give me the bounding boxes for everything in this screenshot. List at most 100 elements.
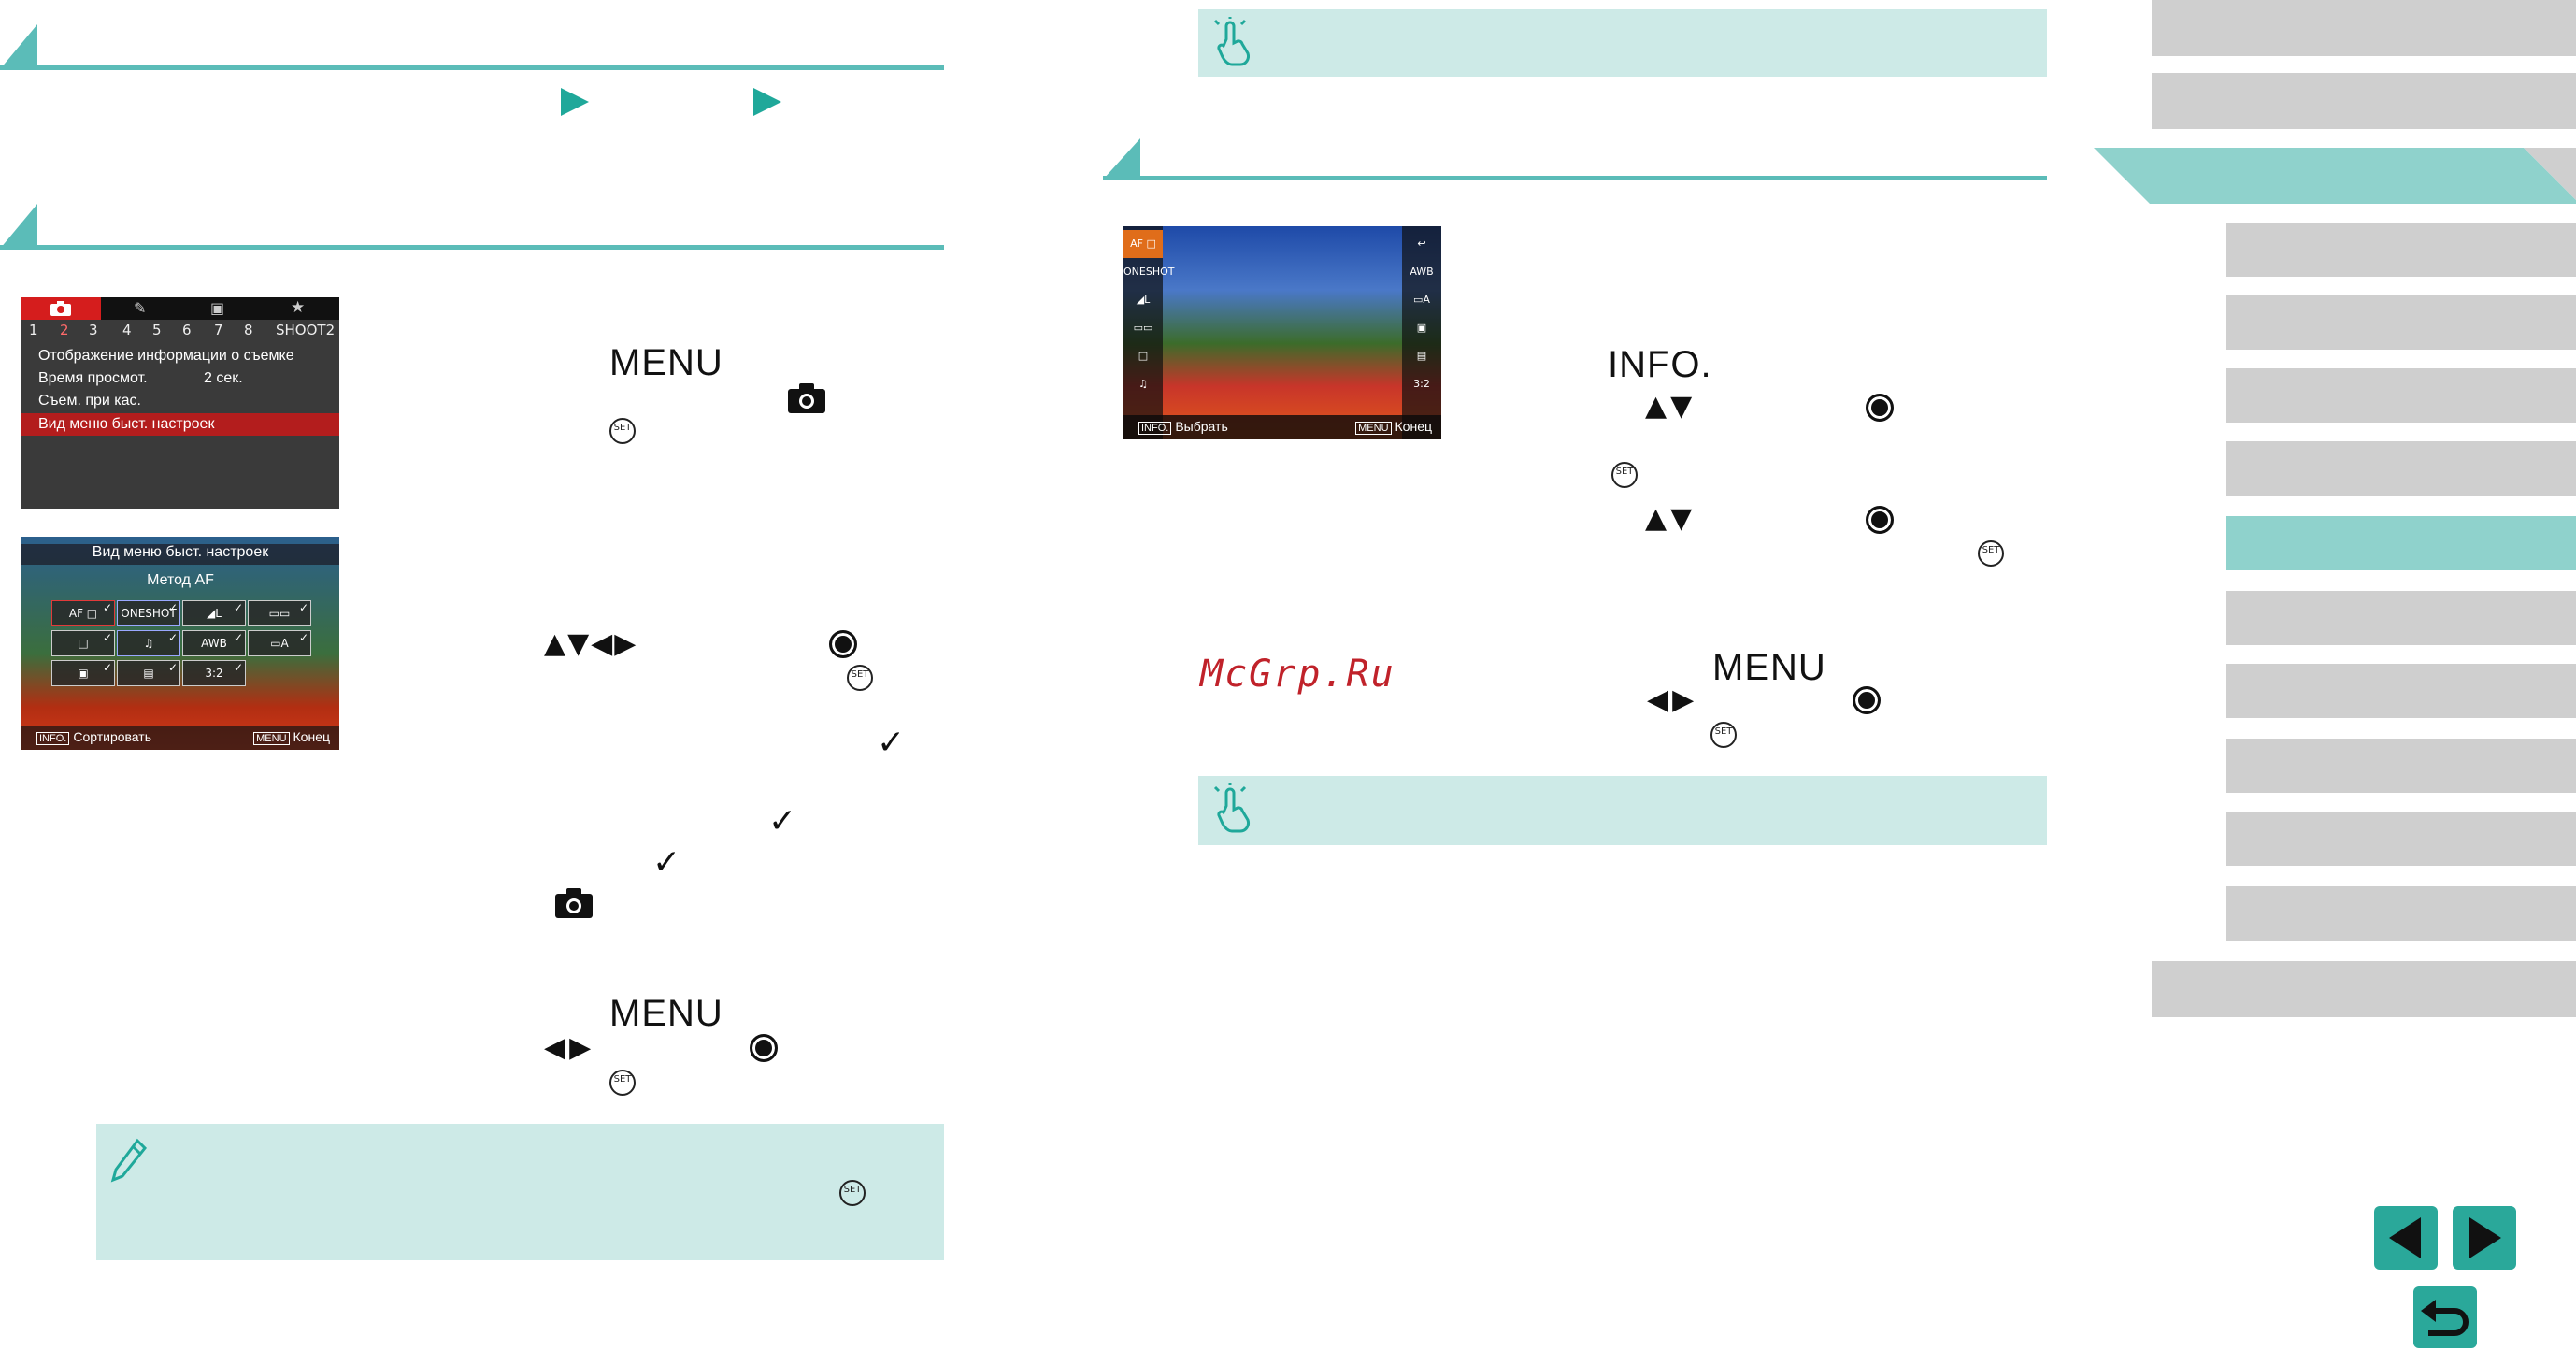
quick-cell-label: ▭A bbox=[270, 637, 289, 650]
nav-subtab[interactable] bbox=[2226, 739, 2576, 793]
control-dial-icon bbox=[1866, 506, 1894, 534]
menu-num: 2 bbox=[60, 322, 69, 338]
quick-cell-label: ♫ bbox=[143, 637, 154, 650]
set-button-icon: SET bbox=[1978, 540, 2004, 567]
playback-icon: ▣ bbox=[210, 299, 225, 317]
checkmark-icon: ✓ bbox=[102, 631, 112, 644]
menu-tab-numbers: 1 2 3 4 5 6 7 8 SHOOT2 bbox=[21, 322, 339, 342]
four-way-arrows-icon: ▲▼◀▶ bbox=[544, 627, 638, 660]
camera-icon bbox=[50, 301, 71, 316]
touch-hand-icon bbox=[1213, 783, 1250, 833]
menu-num: SHOOT2 bbox=[276, 322, 336, 338]
quick-cell: ▤✓ bbox=[117, 660, 180, 686]
menu-num: 4 bbox=[122, 322, 132, 338]
quick-item: ♫ bbox=[1138, 378, 1148, 390]
section-rule-1 bbox=[0, 65, 944, 70]
footer-left: INFO.Сортировать bbox=[36, 729, 151, 745]
quick-cell-label: AF □ bbox=[68, 607, 98, 620]
quick-item: ◢L bbox=[1136, 294, 1151, 306]
set-button-icon: SET bbox=[1611, 462, 1638, 488]
quick-cell-label: ▣ bbox=[78, 667, 89, 680]
prev-page-button[interactable] bbox=[2374, 1206, 2438, 1270]
nav-subtab[interactable] bbox=[2226, 441, 2576, 496]
checkmark-icon: ✓ bbox=[768, 802, 797, 841]
section-rule-3 bbox=[1103, 176, 2047, 180]
touch-hand-icon bbox=[1213, 17, 1250, 66]
quick-right-column: ↩ AWB ▭A ▣ ▤ 3:2 bbox=[1402, 226, 1441, 439]
quick-cell-label: AWB bbox=[201, 637, 227, 650]
camera-icon bbox=[555, 888, 593, 918]
nav-tab-active-section[interactable] bbox=[2094, 148, 2576, 204]
nav-subtab-current[interactable] bbox=[2226, 516, 2576, 570]
quick-cell: 3:2 ✓ bbox=[182, 660, 246, 686]
nav-subtab[interactable] bbox=[2226, 368, 2576, 423]
nav-tab[interactable] bbox=[2152, 961, 2576, 1017]
footer-right-label: Конец bbox=[293, 729, 330, 744]
quick-cell: ▣✓ bbox=[51, 660, 115, 686]
info-tag: INFO. bbox=[36, 732, 70, 745]
left-right-arrows-icon: ◀▶ bbox=[544, 1031, 595, 1064]
quick-cell-label: ▭▭ bbox=[268, 607, 291, 620]
nav-tab[interactable] bbox=[2152, 0, 2576, 56]
nav-subtab[interactable] bbox=[2226, 886, 2576, 941]
quick-cell: □✓ bbox=[51, 630, 115, 656]
quick-item: ▣ bbox=[1416, 322, 1427, 334]
menu-num: 6 bbox=[182, 322, 192, 338]
menu-num: 1 bbox=[29, 322, 38, 338]
up-down-arrows-icon: ▲▼ bbox=[1645, 502, 1696, 535]
menu-tag: MENU bbox=[1355, 422, 1392, 435]
pencil-icon bbox=[110, 1138, 148, 1183]
menu-row-review-value: 2 сек. bbox=[204, 370, 243, 386]
info-tag: INFO. bbox=[1138, 422, 1172, 435]
left-right-arrows-icon: ◀▶ bbox=[1647, 683, 1698, 716]
note-callout: SET bbox=[96, 1124, 944, 1260]
control-dial-icon bbox=[1866, 394, 1894, 422]
set-button-icon: SET bbox=[609, 418, 636, 444]
menu-row-touch-shutter: Съем. при кас. bbox=[38, 393, 141, 409]
quick-item: ▭▭ bbox=[1133, 322, 1153, 334]
quick-cell-label: □ bbox=[78, 637, 89, 650]
menu-num: 8 bbox=[244, 322, 253, 338]
menu-tab-bar: ✎ ▣ ★ bbox=[21, 297, 339, 320]
nav-tab[interactable] bbox=[2152, 73, 2576, 129]
play-arrow-icon bbox=[753, 88, 781, 116]
quick-item: 3:2 bbox=[1413, 378, 1430, 390]
nav-subtab[interactable] bbox=[2226, 223, 2576, 277]
menu-row-quick-control: Вид меню быст. настроек bbox=[38, 416, 215, 432]
quick-cell: ONESHOT✓ bbox=[117, 600, 180, 626]
menu-row-review-time: Время просмот. bbox=[38, 370, 148, 386]
set-button-icon: SET bbox=[1710, 722, 1737, 748]
watermark: McGrp.Ru bbox=[1200, 653, 1395, 696]
quick-item: AWB bbox=[1410, 266, 1434, 278]
quick-item: AF □ bbox=[1123, 230, 1163, 258]
checkmark-icon: ✓ bbox=[167, 661, 178, 674]
quick-menu-title: Вид меню быст. настроек bbox=[21, 544, 339, 565]
menu-num: 7 bbox=[214, 322, 223, 338]
nav-subtab[interactable] bbox=[2226, 591, 2576, 645]
menu-num: 5 bbox=[152, 322, 162, 338]
touch-callout bbox=[1198, 9, 2047, 77]
quick-item: ONESHOT bbox=[1123, 266, 1175, 278]
nav-subtab[interactable] bbox=[2226, 664, 2576, 718]
quick-item: ↩ bbox=[1417, 237, 1426, 250]
wrench-icon: ✎ bbox=[134, 299, 147, 317]
nav-subtab[interactable] bbox=[2226, 295, 2576, 350]
quick-menu-subtitle: Метод AF bbox=[147, 572, 214, 588]
footer-left-label: Выбрать bbox=[1175, 419, 1228, 434]
next-page-button[interactable] bbox=[2453, 1206, 2516, 1270]
checkmark-icon: ✓ bbox=[167, 601, 178, 614]
set-button-icon: SET bbox=[609, 1070, 636, 1096]
menu-selection-bar bbox=[21, 413, 339, 436]
section-marker-3 bbox=[1103, 138, 1140, 180]
set-button-icon: SET bbox=[839, 1180, 866, 1206]
play-arrow-icon bbox=[561, 88, 589, 116]
quick-menu-layout-screen: Вид меню быст. настроек Метод AF AF □ ✓ O… bbox=[21, 537, 339, 750]
control-dial-icon bbox=[750, 1034, 778, 1062]
quick-cell-label: 3:2 bbox=[205, 667, 223, 680]
checkmark-icon: ✓ bbox=[233, 661, 243, 674]
return-button[interactable] bbox=[2413, 1286, 2477, 1348]
nav-subtab[interactable] bbox=[2226, 812, 2576, 866]
